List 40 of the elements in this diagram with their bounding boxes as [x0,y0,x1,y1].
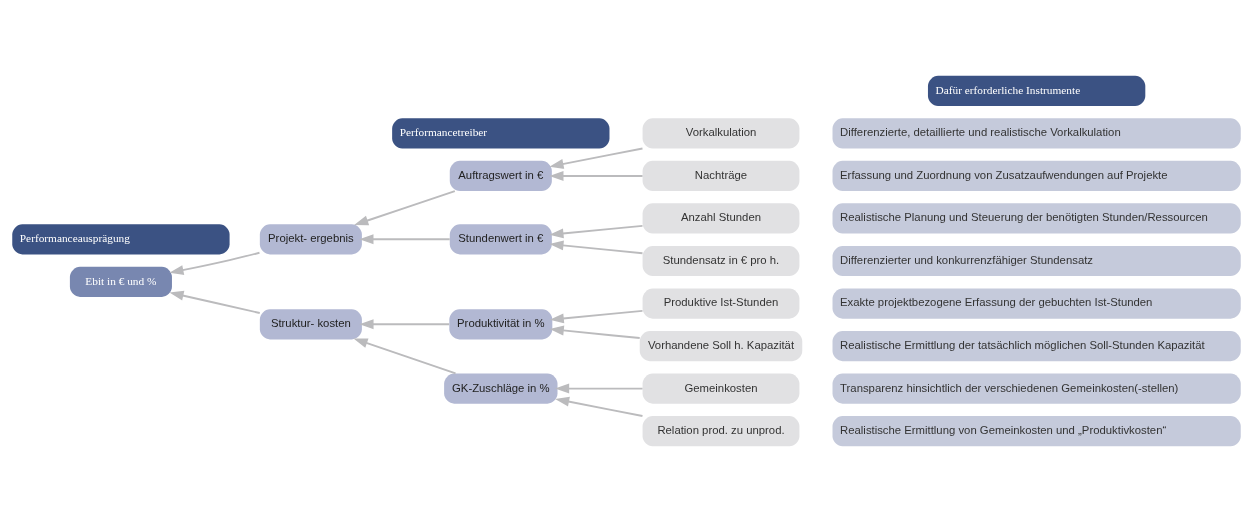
node-box: Produktive Ist-Stunden [642,287,800,319]
arrow [359,318,451,329]
node-box: Nachträge [642,160,800,191]
node-box: Ebit in € und % [69,266,172,297]
arrow [359,233,451,244]
node-box: Struktur- kosten [259,308,362,339]
arrow [554,383,644,394]
arrow [549,224,644,238]
node-box: Stundensatz in € pro h. [642,245,800,276]
node-box: Anzahl Stunden [642,202,800,234]
node-box: Gemeinkosten [642,372,800,404]
node-box: Exakte projektbezogene Erfassung der gebuchten Ist-Stunden [832,287,1241,319]
node-box: Transparenz hinsichtlich der verschiedenen Gemeinkosten(-stellen) [832,372,1241,404]
arrow [353,337,457,374]
arrow [169,251,261,275]
arrow [549,309,644,323]
node-box: Relation prod. zu unprod. [642,415,800,446]
node-box: Differenzierte, detaillierte und realistische Vorkalkulation [832,117,1241,149]
node-box: Vorkalkulation [642,117,800,149]
node-box: Realistische Ermittlung der tatsächlich möglichen Soll-Stunden Kapazität [832,330,1241,361]
node-box: Erfassung und Zuordnung von Zusatzaufwendungen auf Projekte [832,160,1241,191]
arrow [549,170,644,181]
arrow [549,325,641,339]
node-box: Auftragswert in € [449,160,552,191]
node-box: Stundenwert in € [449,223,552,254]
node-box: Produktivität in % [449,308,553,339]
node-box: Dafür erforderliche Instrumente [927,75,1146,106]
arrow [549,147,644,169]
arrow [549,239,644,254]
arrow [354,189,456,225]
node-box: Differenzierter und konkurrenzfähiger Stundensatz [832,245,1241,276]
arrow [555,396,644,417]
node-box: Realistische Planung und Steuerung der benötigten Stunden/Ressourcen [832,202,1241,234]
node-box: GK-Zuschläge in % [444,372,558,404]
arrow [169,290,261,314]
node-box: Performanceausprägung [12,223,230,254]
node-box: Projekt- ergebnis [259,223,362,254]
node-box: Realistische Ermittlung von Gemeinkosten und „Produktivkosten“ [832,415,1241,446]
node-box: Vorhandene Soll h. Kapazität [639,330,803,361]
node-box: Performancetreiber [392,117,610,149]
